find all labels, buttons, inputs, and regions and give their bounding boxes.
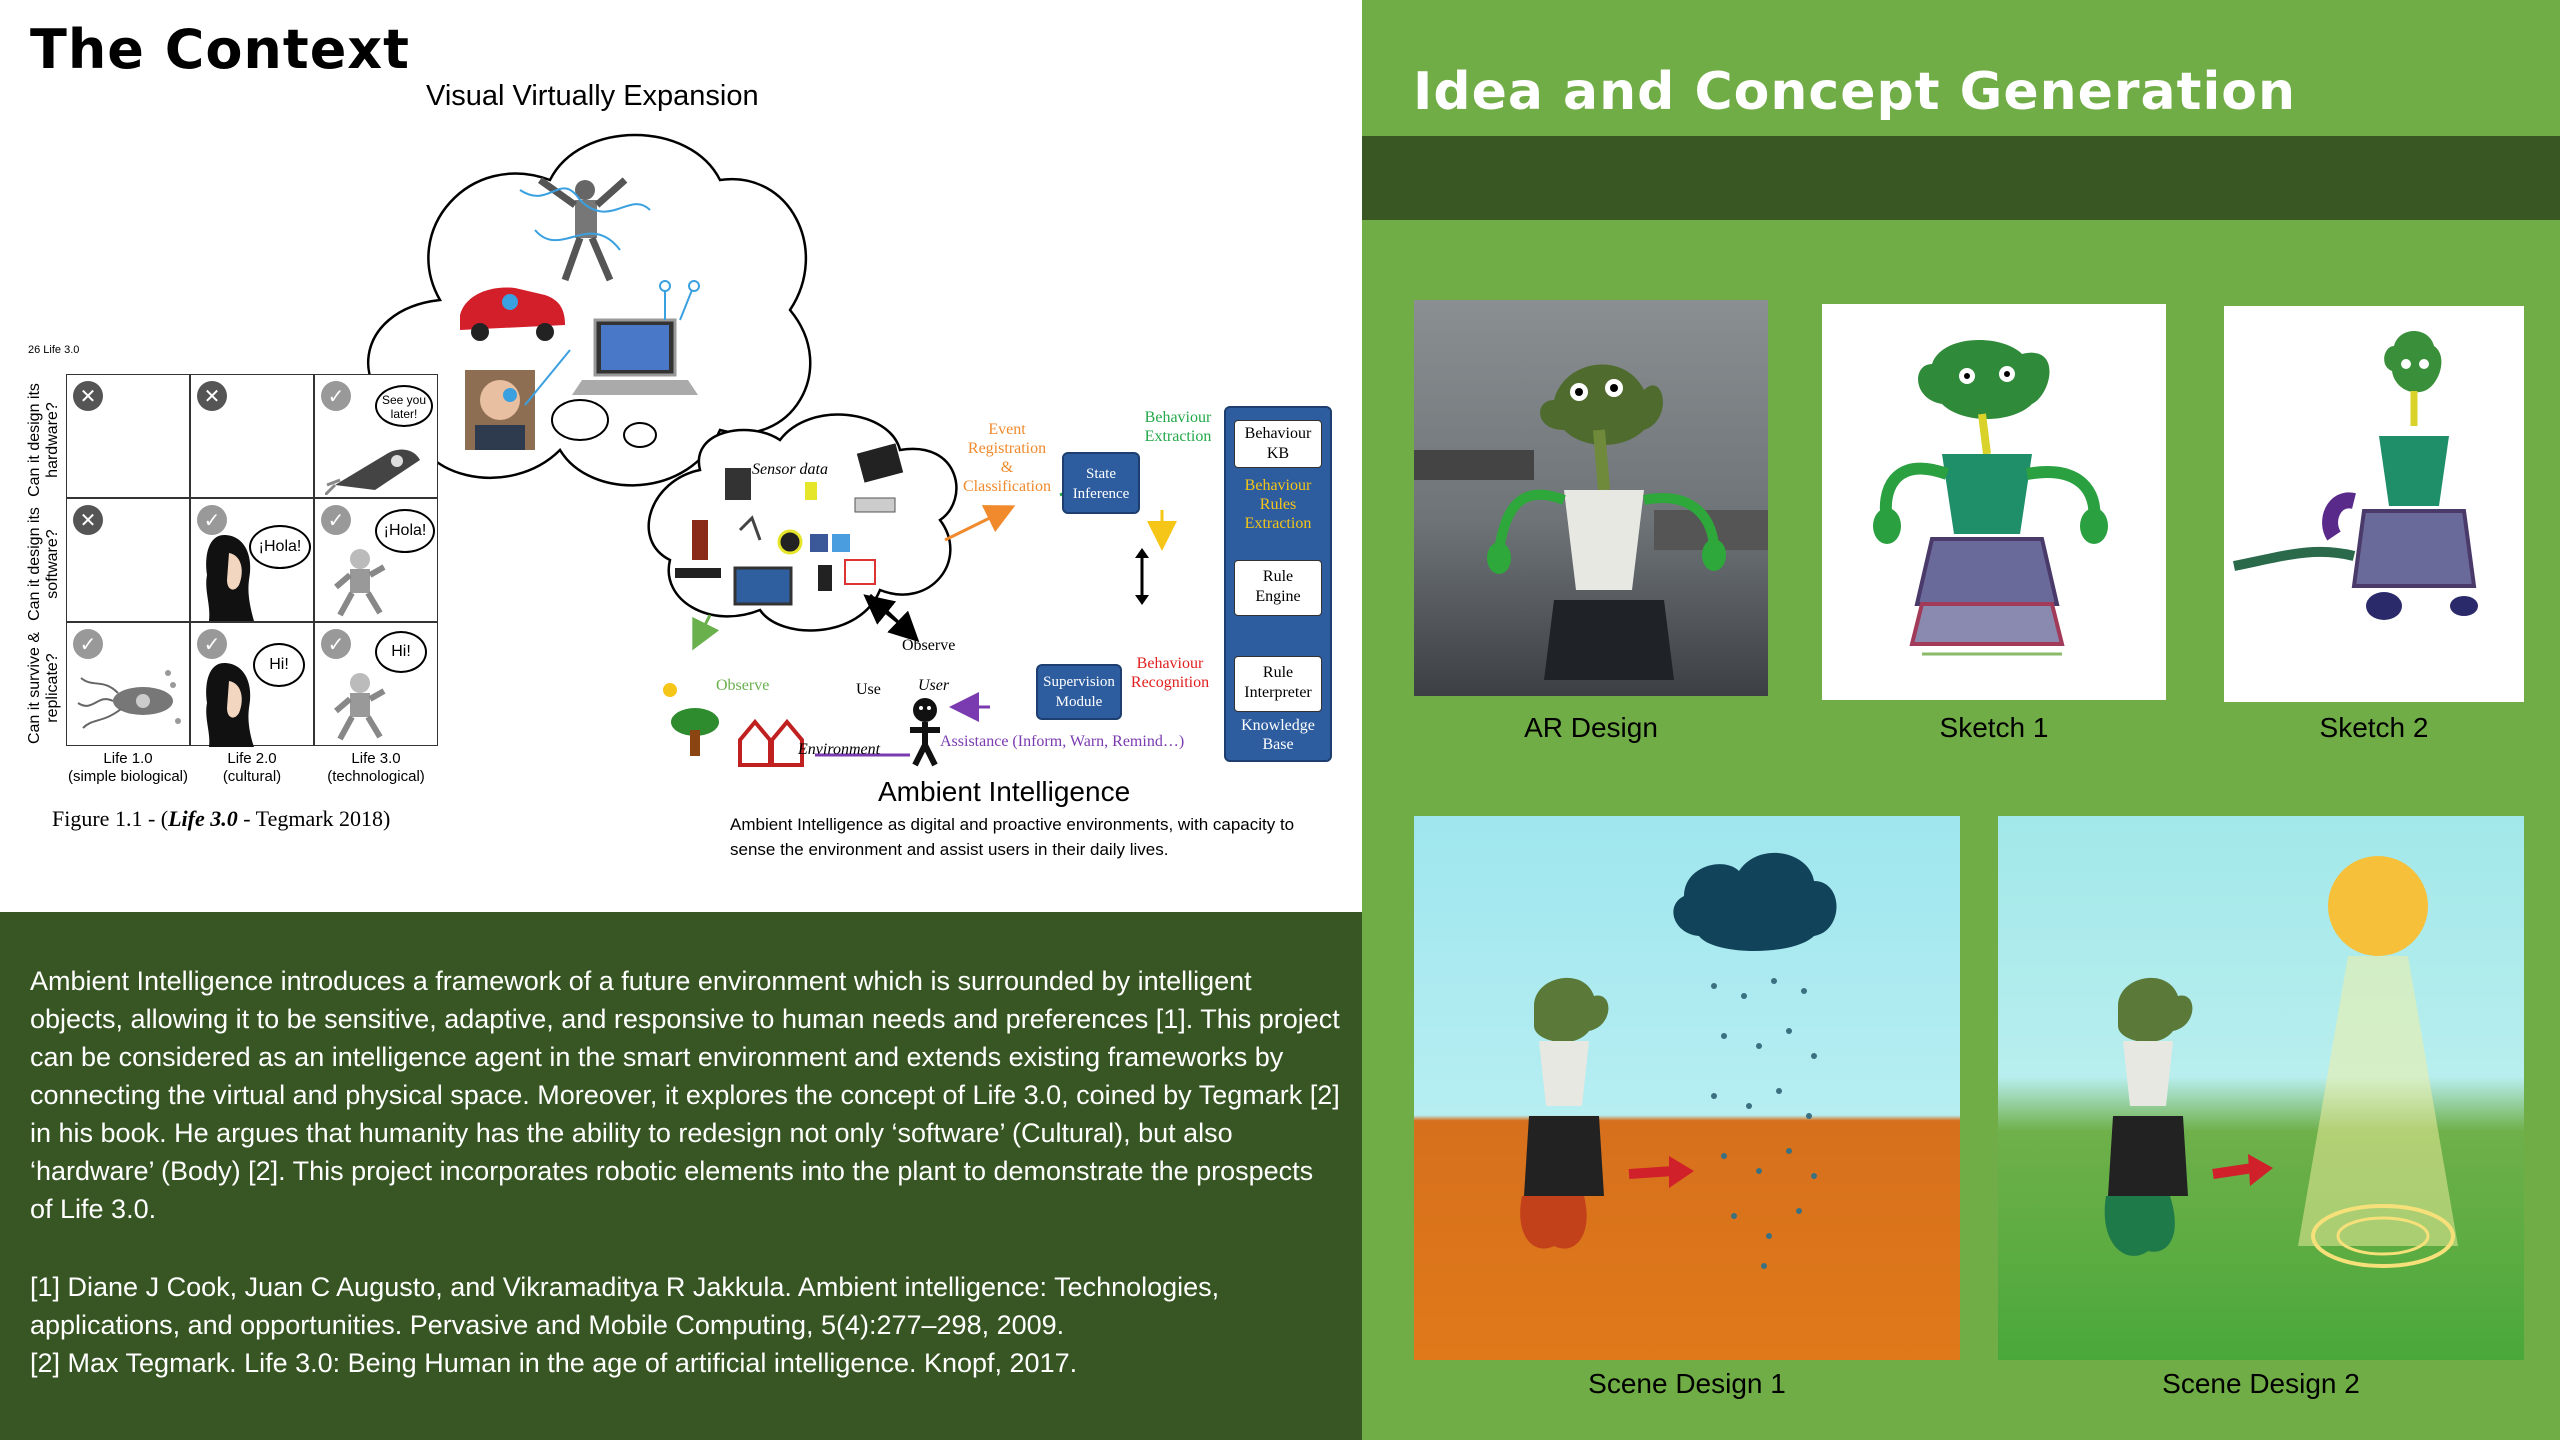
- ami-diagram: [647, 413, 1177, 767]
- laptop-icon: [572, 280, 700, 395]
- facebook-icon: [810, 534, 828, 552]
- grid-cell: ✓ ¡Hola!: [314, 498, 438, 622]
- lamp-icon: [738, 515, 762, 541]
- coffee-maker-icon: [725, 468, 751, 500]
- description-panel: [0, 912, 1362, 1440]
- column-label-life3: Life 3.0 (technological): [327, 750, 425, 785]
- observe-label-user: Observe: [902, 637, 956, 654]
- environment-label: Environment: [798, 741, 881, 758]
- woman-silhouette-icon: [206, 535, 254, 621]
- figure-caption: Figure 1.1 - (Life 3.0 - Tegmark 2018): [52, 806, 391, 831]
- robot-runner-icon: [334, 673, 386, 741]
- grid-cell: ✓ Hi!: [314, 622, 438, 746]
- behaviour-rules-label: Behaviour Rules Extraction: [1244, 477, 1312, 532]
- x-mark-icon: ✕: [73, 505, 103, 535]
- sketch-1-caption: Sketch 1: [1939, 712, 2049, 743]
- behaviour-extraction-label: Behaviour Extraction: [1144, 409, 1212, 445]
- sketch-2-caption: Sketch 2: [2319, 712, 2429, 743]
- reference-1: [1] Diane J Cook, Juan C Augusto, and Vi…: [30, 1272, 1220, 1340]
- behaviour-recognition-label: Behaviour Recognition: [1130, 655, 1210, 691]
- grid-cell: ✓: [66, 622, 190, 746]
- observe-label-environment: Observe: [716, 677, 770, 694]
- context-title: The Context: [30, 18, 410, 81]
- rule-engine-box: Rule Engine: [1234, 560, 1322, 616]
- reference-2: [2] Max Tegmark. Life 3.0: Being Human i…: [30, 1348, 1078, 1378]
- robot-runner-icon: [334, 549, 386, 617]
- sketch-2-image: [2224, 306, 2524, 702]
- laptop-icon: [733, 566, 793, 606]
- column-label-life2: Life 2.0 (cultural): [222, 750, 282, 785]
- speech-bubble: ¡Hola!: [249, 525, 311, 569]
- scene-design-1-image: [1414, 816, 1960, 1360]
- calendar-icon: [844, 559, 876, 585]
- state-inference-box: State Inference: [1062, 452, 1140, 514]
- grid-cell: ✓ See you later!: [314, 374, 438, 498]
- scene-design-1-caption: Scene Design 1: [1588, 1368, 1786, 1399]
- check-app-icon: [832, 534, 850, 552]
- cloud-connector: [551, 399, 657, 448]
- robot-figure-icon: [519, 177, 651, 282]
- check-mark-icon: ✓: [321, 505, 351, 535]
- check-mark-icon: ✓: [197, 505, 227, 535]
- tegmark-grid: ✕ ✕ ✓ See you later! ✕ ✓ ¡Hola! ✓ ¡Hola!…: [66, 374, 438, 747]
- sensor-icon: [805, 482, 817, 500]
- rule-interpreter-box: Rule Interpreter: [1234, 656, 1322, 712]
- column-label-life1: Life 1.0 (simple biological): [67, 750, 189, 785]
- visual-heading: Visual Virtually Expansion: [426, 80, 759, 112]
- assistance-label: Assistance (Inform, Warn, Remind…): [940, 733, 1185, 750]
- kinect-icon: [675, 568, 721, 578]
- ar-design-caption: AR Design: [1524, 712, 1658, 743]
- door-icon: [692, 520, 708, 560]
- rocket-icon: [325, 449, 420, 495]
- grid-cell: ✓ ¡Hola!: [190, 498, 314, 622]
- idea-band: [1362, 136, 2560, 220]
- check-mark-icon: ✓: [197, 629, 227, 659]
- idea-title: Idea and Concept Generation: [1413, 62, 2297, 122]
- grid-cell: ✕: [66, 498, 190, 622]
- grid-cell: ✕: [66, 374, 190, 498]
- event-registration-label: Event Registration & Classification: [963, 421, 1051, 495]
- behaviour-kb-box: Behaviour KB: [1234, 420, 1322, 468]
- x-mark-icon: ✕: [73, 381, 103, 411]
- grid-cell: ✕: [190, 374, 314, 498]
- tablet-icon: [856, 443, 904, 483]
- bacteria-icon: [77, 670, 181, 729]
- supervision-module-box: Supervision Module: [1036, 664, 1122, 720]
- speech-bubble: Hi!: [375, 631, 427, 673]
- knowledge-base-label: Knowledge Base: [1241, 717, 1315, 753]
- row-label-hardware: Can it design its hardware?: [26, 383, 61, 497]
- row-label-survive: Can it survive & replicate?: [26, 631, 61, 745]
- check-mark-icon: ✓: [321, 381, 351, 411]
- x-mark-icon: ✕: [197, 381, 227, 411]
- phone-icon: [818, 565, 832, 591]
- ami-heading: Ambient Intelligence: [878, 776, 1131, 807]
- check-mark-icon: ✓: [321, 629, 351, 659]
- car-icon: [460, 287, 565, 341]
- ar-design-image: [1414, 300, 1768, 696]
- use-label: Use: [856, 681, 881, 698]
- person-portrait-icon: [465, 370, 535, 450]
- speech-bubble: See you later!: [375, 385, 433, 427]
- sketch-1-image: [1822, 304, 2166, 700]
- speech-bubble: ¡Hola!: [375, 509, 435, 553]
- scene-design-2-caption: Scene Design 2: [2162, 1368, 2360, 1399]
- user-label: User: [918, 677, 950, 694]
- row-label-software: Can it design its software?: [26, 507, 61, 621]
- woman-silhouette-icon: [206, 663, 254, 747]
- router-icon: [854, 497, 896, 513]
- environment-icons: [663, 683, 804, 767]
- grid-cell: ✓ Hi!: [190, 622, 314, 747]
- check-mark-icon: ✓: [73, 629, 103, 659]
- watch-icon: [777, 529, 803, 555]
- virtual-cloud: [366, 133, 812, 487]
- ami-caption: Ambient Intelligence as digital and proa…: [730, 815, 1295, 859]
- speech-bubble: Hi!: [253, 643, 305, 687]
- tegmark-page-header: 26 Life 3.0: [28, 344, 80, 356]
- scene-design-2-image: [1998, 816, 2524, 1360]
- context-description: Ambient Intelligence introduces a framew…: [30, 966, 1340, 1224]
- sensor-data-label: Sensor data: [752, 461, 828, 478]
- user-figure-icon: [910, 698, 940, 767]
